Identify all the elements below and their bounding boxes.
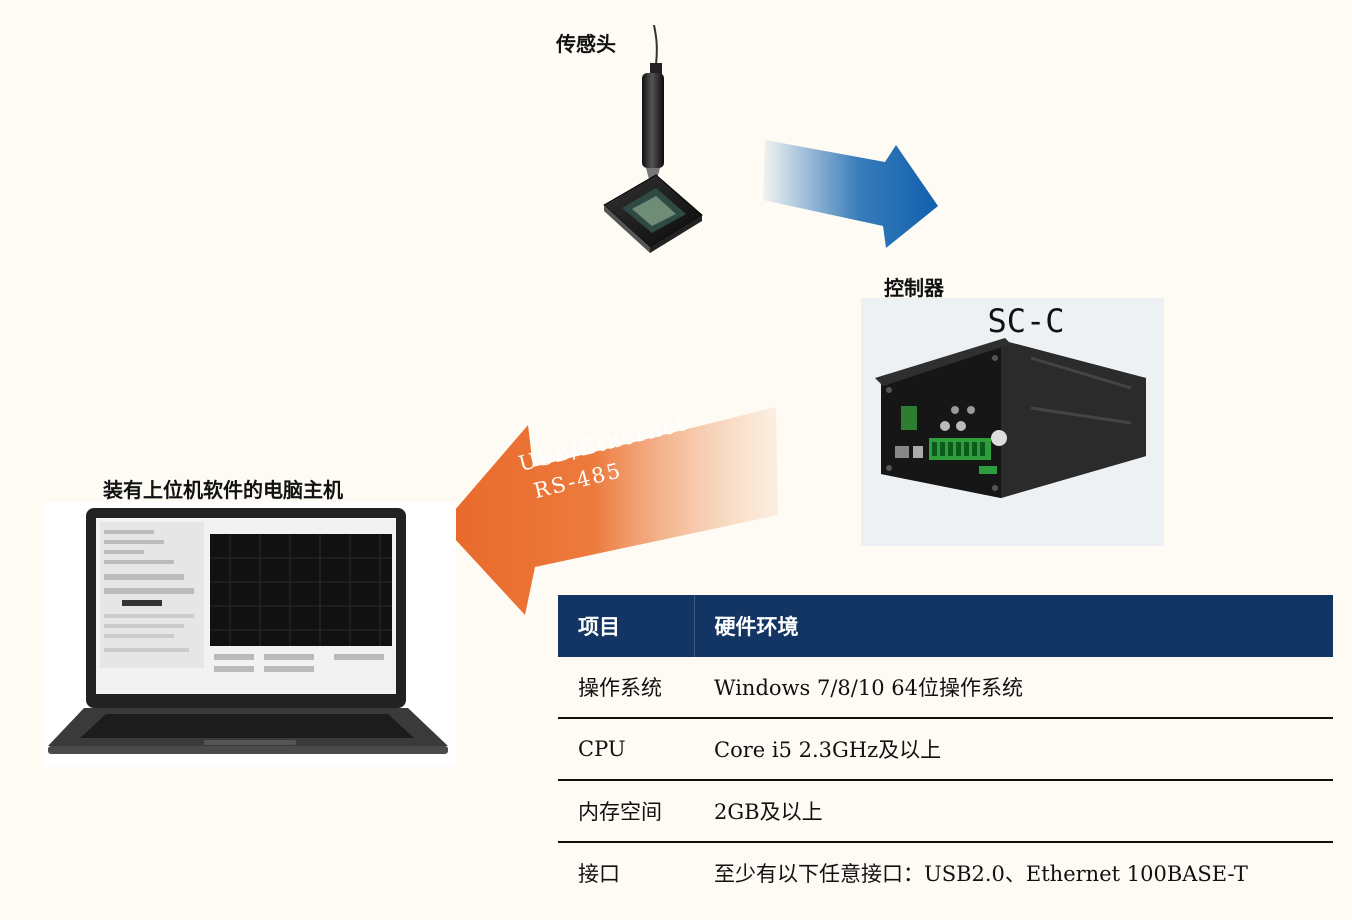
laptop-image [44, 502, 456, 767]
row-key-memory: 内存空间 [558, 780, 694, 843]
row-key-cpu: CPU [558, 718, 694, 781]
pc-label: 装有上位机软件的电脑主机 [103, 478, 343, 502]
header-hardware-environment: 硬件环境 [693, 595, 1333, 657]
header-item: 项目 [558, 595, 694, 657]
row-key-os: 操作系统 [558, 657, 694, 719]
sensor-to-controller-arrow [760, 140, 940, 252]
table-row: 操作系统 Windows 7/8/10 64位操作系统 [558, 657, 1333, 719]
table-row: 内存空间 2GB及以上 [558, 780, 1333, 843]
table-header-row: 项目 硬件环境 [558, 595, 1333, 657]
row-value-os: Windows 7/8/10 64位操作系统 [694, 657, 1333, 719]
controller-label: 控制器 [884, 276, 944, 300]
controller-to-pc-arrow [440, 405, 780, 620]
row-value-interface: 至少有以下任意接口：USB2.0、Ethernet 100BASE-T [714, 862, 1248, 886]
controller-model-label: SC-C [987, 302, 1065, 340]
sensor-head-label: 传感头 [556, 32, 616, 56]
row-value-cpu: Core i5 2.3GHz及以上 [694, 718, 1333, 781]
row-key-interface: 接口 [578, 862, 620, 886]
table-row: 接口 至少有以下任意接口：USB2.0、Ethernet 100BASE-T [558, 842, 1333, 903]
controller-image: SC-C [861, 298, 1164, 546]
row-value-memory: 2GB及以上 [694, 780, 1333, 843]
hardware-requirements-table: 项目 硬件环境 操作系统 Windows 7/8/10 64位操作系统 CPU … [558, 595, 1333, 903]
sensor-head-image [598, 25, 708, 260]
table-row: CPU Core i5 2.3GHz及以上 [558, 718, 1333, 781]
